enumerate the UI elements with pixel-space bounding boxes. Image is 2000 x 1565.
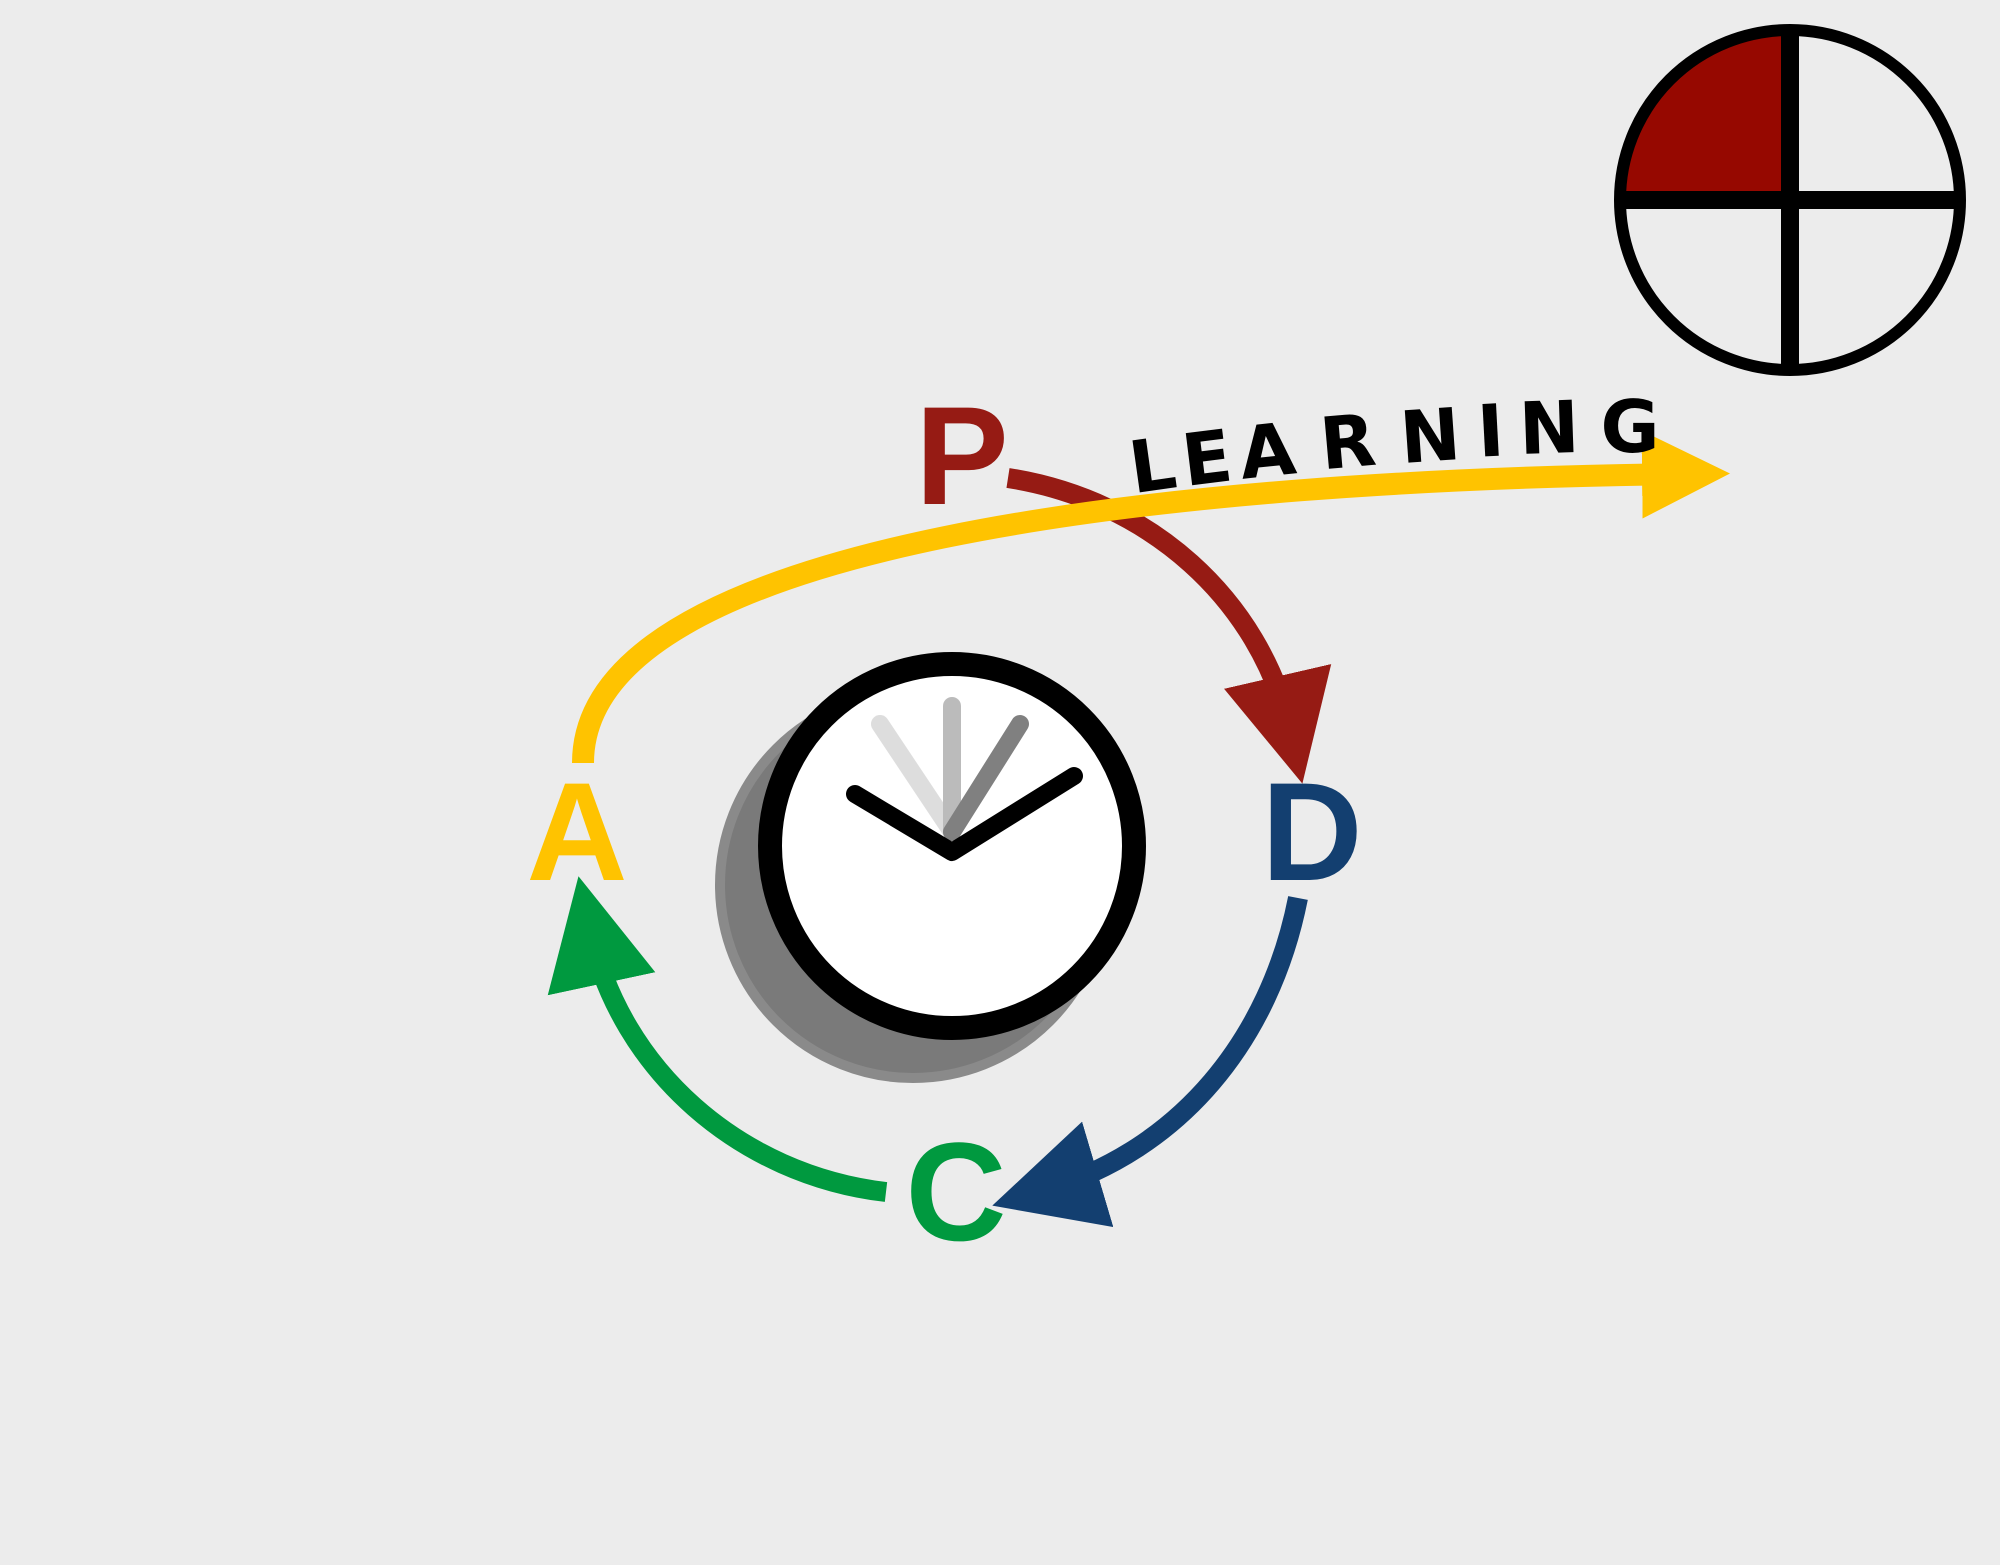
check-to-act-arrow	[547, 876, 888, 1202]
stage-act-letter: A	[526, 753, 627, 910]
learning-letter-7: N	[1518, 385, 1581, 471]
stage-plan-letter: P	[915, 377, 1008, 534]
clock-hands	[846, 767, 1083, 861]
learning-label: L E A R N I N G	[1124, 385, 1660, 510]
act-to-learning-arrow	[572, 430, 1730, 764]
learning-letter-4: R	[1317, 398, 1380, 487]
learning-letter-6: I	[1475, 388, 1506, 473]
clock-icon	[715, 652, 1146, 1083]
clock-ghost-hand-dark	[943, 715, 1029, 841]
quadrant-filled-top-left	[1620, 30, 1790, 200]
plan-to-do-arrow	[1006, 468, 1332, 784]
learning-letter-8: G	[1600, 385, 1659, 469]
stage-do-letter: D	[1261, 753, 1362, 910]
do-to-check-arrow	[992, 896, 1308, 1228]
quadrant-indicator-icon	[1614, 24, 1966, 376]
learning-letter-5: N	[1397, 392, 1463, 480]
stage-check-letter: C	[905, 1113, 1006, 1270]
clock-ghost-hand-light	[871, 715, 961, 841]
learning-letter-3: A	[1235, 406, 1299, 495]
learning-letter-2: E	[1177, 414, 1236, 503]
